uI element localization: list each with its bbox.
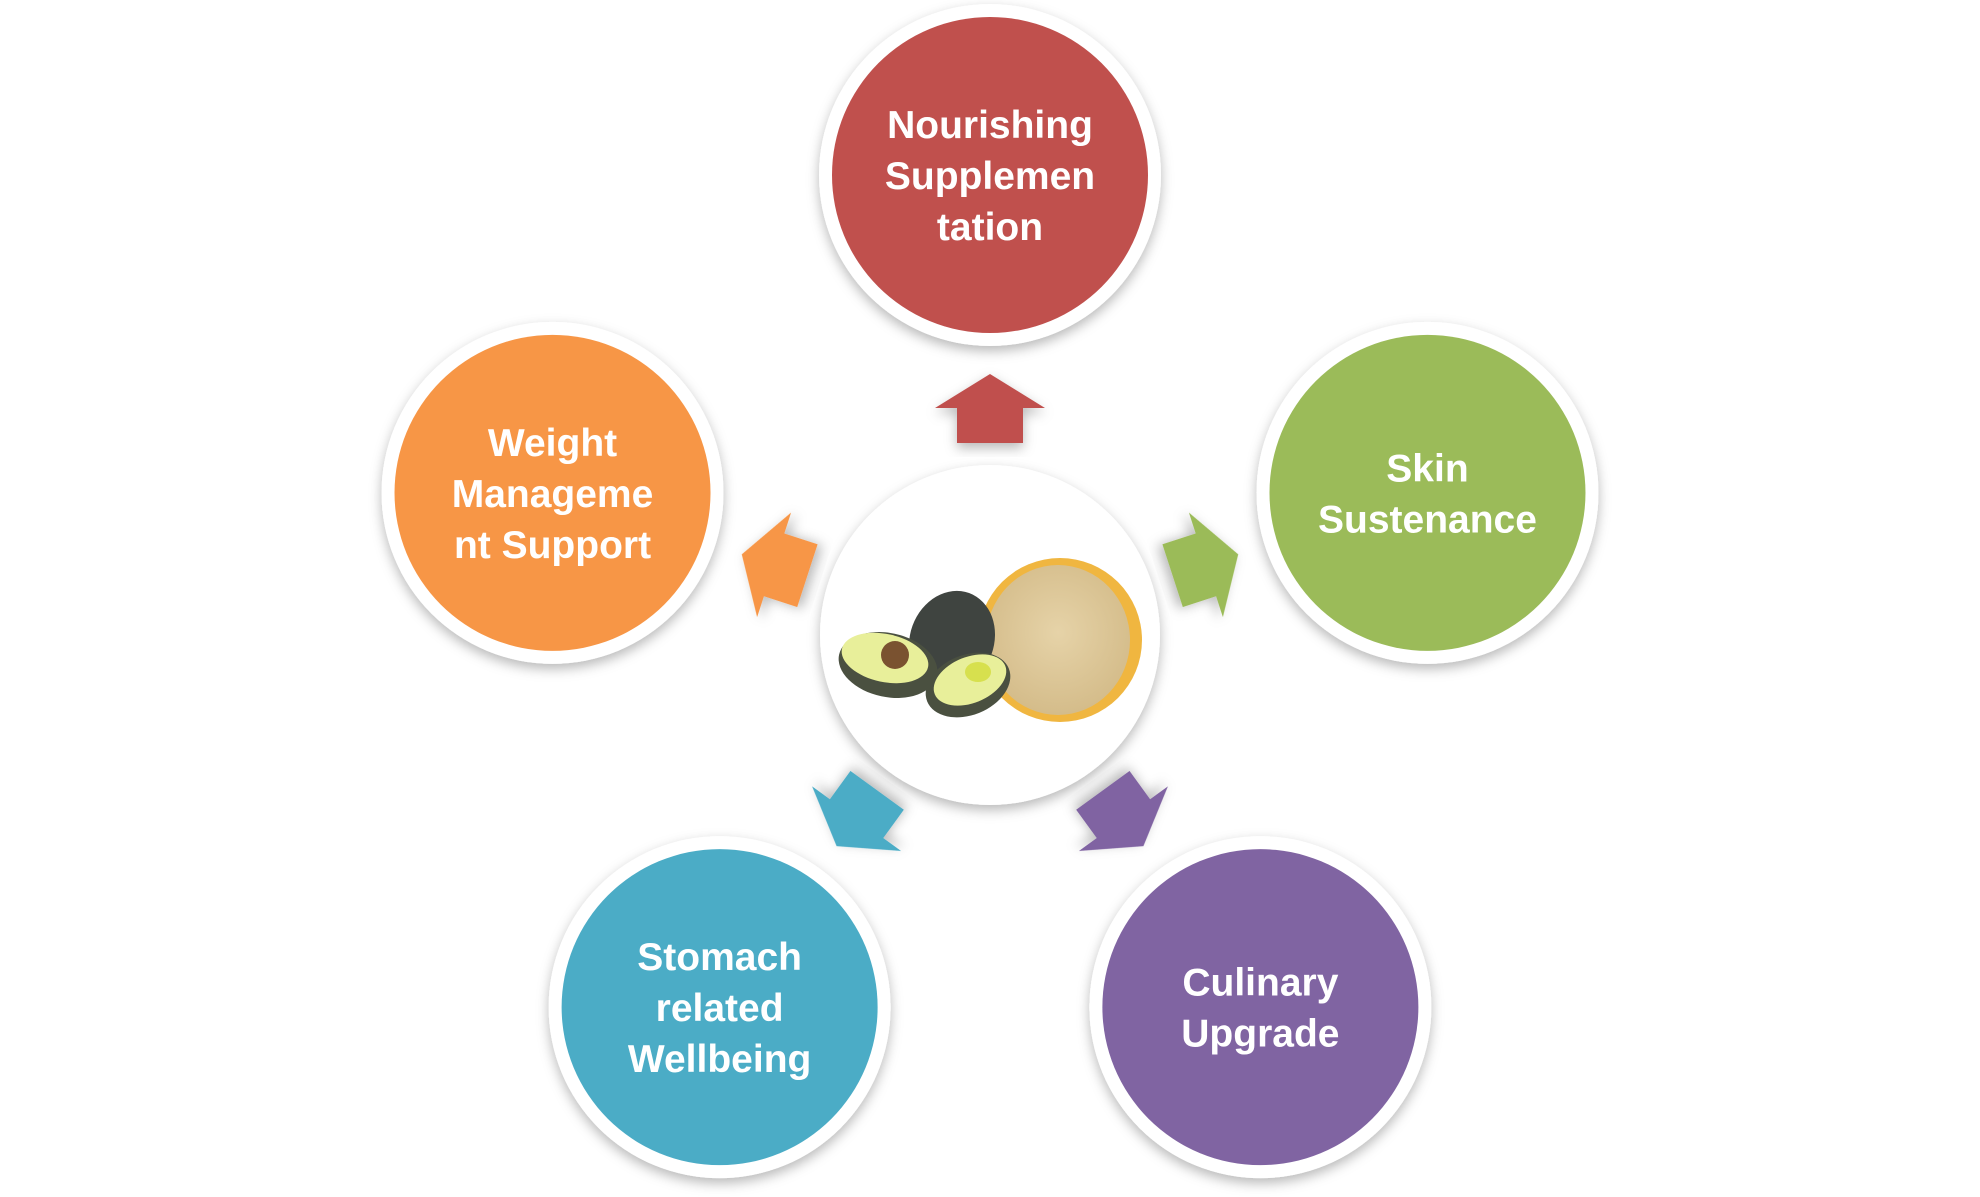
node-label-line: Supplemen xyxy=(885,155,1095,198)
node-label-line: Weight xyxy=(488,422,617,465)
arrow-icon xyxy=(741,512,818,618)
node-label-line: Manageme xyxy=(452,473,654,516)
arrow-icon xyxy=(935,374,1045,443)
node-label-line: Nourishing xyxy=(887,104,1093,147)
node-label-line: Culinary xyxy=(1182,962,1338,1005)
node-label-line: Wellbeing xyxy=(628,1038,811,1081)
node-label-line: Stomach xyxy=(637,936,802,979)
node-circle xyxy=(832,17,1148,333)
node-label-line: Upgrade xyxy=(1181,1013,1339,1056)
node-label-line: Sustenance xyxy=(1318,498,1537,541)
node-label-line: nt Support xyxy=(454,524,651,567)
arrow-icon xyxy=(1162,512,1239,618)
node-label-line: related xyxy=(656,987,784,1030)
avocado-powder-image xyxy=(838,558,1142,722)
node-label-line: Skin xyxy=(1386,447,1468,490)
arrow-icon xyxy=(812,770,904,851)
node-circle xyxy=(1269,334,1586,651)
node-circle xyxy=(394,334,711,651)
node-label-line: tation xyxy=(937,206,1043,249)
arrow-icon xyxy=(1076,770,1168,851)
center-hub xyxy=(820,465,1160,805)
node-circle xyxy=(1102,849,1419,1166)
node-circle xyxy=(561,849,878,1166)
